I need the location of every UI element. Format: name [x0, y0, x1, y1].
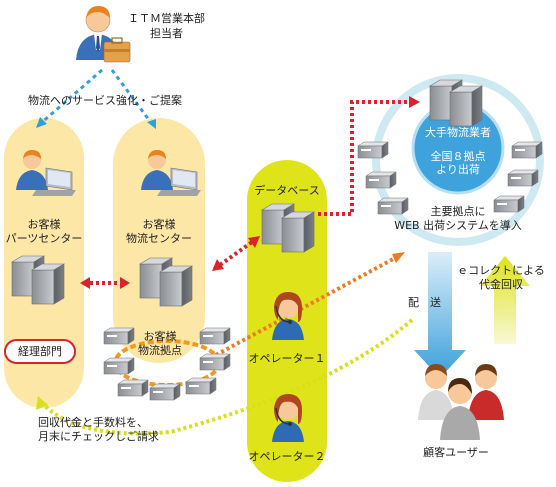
carrier-label-line3: より出荷 [436, 163, 480, 176]
logistics-database-arrowhead-right [248, 236, 260, 248]
parts-logistics-arrowhead-left [80, 277, 90, 289]
carrier-server-icon [429, 79, 483, 127]
parts-center-label-line1: お客様 [27, 218, 61, 231]
logistics-center-label-line2: 物流センター [126, 232, 192, 245]
logistics-database-link [218, 240, 254, 267]
delivery-label: 配 送 [408, 296, 441, 309]
billing-return-link [42, 318, 414, 436]
billing-return-arrowhead [36, 396, 48, 410]
accounting-department-box: 経理部門 [4, 339, 76, 364]
parts-logistics-arrowhead-right [120, 277, 130, 289]
itm-staff-label-line1: ＩＴＭ営業本部 [128, 12, 205, 25]
collection-label-line2: 代金回収 [479, 278, 523, 291]
carrier-label-line2: 全国８拠点 [430, 150, 486, 163]
database-label: データベース [254, 184, 320, 197]
itm-staff-label-line2: 担当者 [150, 27, 183, 40]
delivery-arrow [414, 252, 466, 378]
end-users-icon [418, 364, 504, 440]
branch-web-link [215, 256, 396, 357]
main-hub-label-line1: 主要拠点に [430, 205, 486, 218]
billing-label-line2: 月末にチェックしご請求 [38, 430, 159, 443]
collection-label-line1: ｅコレクトによる [457, 264, 545, 277]
parts-staff-icon [16, 150, 76, 196]
operator2-label: オペレーター２ [248, 450, 326, 463]
proposal-label: 物流へのサービス強化・ご提案 [28, 94, 182, 107]
carrier-label-line1: 大手物流業者 [425, 126, 491, 139]
logistics-staff-icon [141, 150, 201, 196]
database-carrier-link [318, 100, 410, 216]
logistics-database-arrowhead-left [212, 259, 224, 271]
operator1-label: オペレーター１ [248, 352, 326, 365]
main-hub-label-line2: WEB 出荷システムを導入 [394, 219, 522, 232]
logistics-center-label-line1: お客様 [142, 218, 176, 231]
proposal-arrow-parts [39, 68, 103, 126]
proposal-arrow-logistics [110, 69, 154, 125]
end-users-label: 顧客ユーザー [423, 446, 489, 459]
parts-center-label-line2: パーツセンター [5, 232, 83, 245]
operator1-icon [272, 292, 304, 340]
database-carrier-arrowhead [409, 96, 420, 108]
carrier-network-ring [372, 74, 544, 246]
proposal-arrowhead-logistics [147, 119, 156, 129]
branches-label-line2: 物流拠点 [138, 344, 182, 357]
itm-staff-icon [76, 6, 131, 63]
proposal-arrowhead-parts [36, 117, 47, 128]
branches-label-line1: お客様 [143, 330, 177, 343]
billing-label-line1: 回収代金と手数料を、 [38, 416, 148, 429]
operator2-icon [272, 394, 304, 442]
collection-arrow [480, 256, 530, 344]
branch-web-arrowhead [392, 252, 405, 263]
